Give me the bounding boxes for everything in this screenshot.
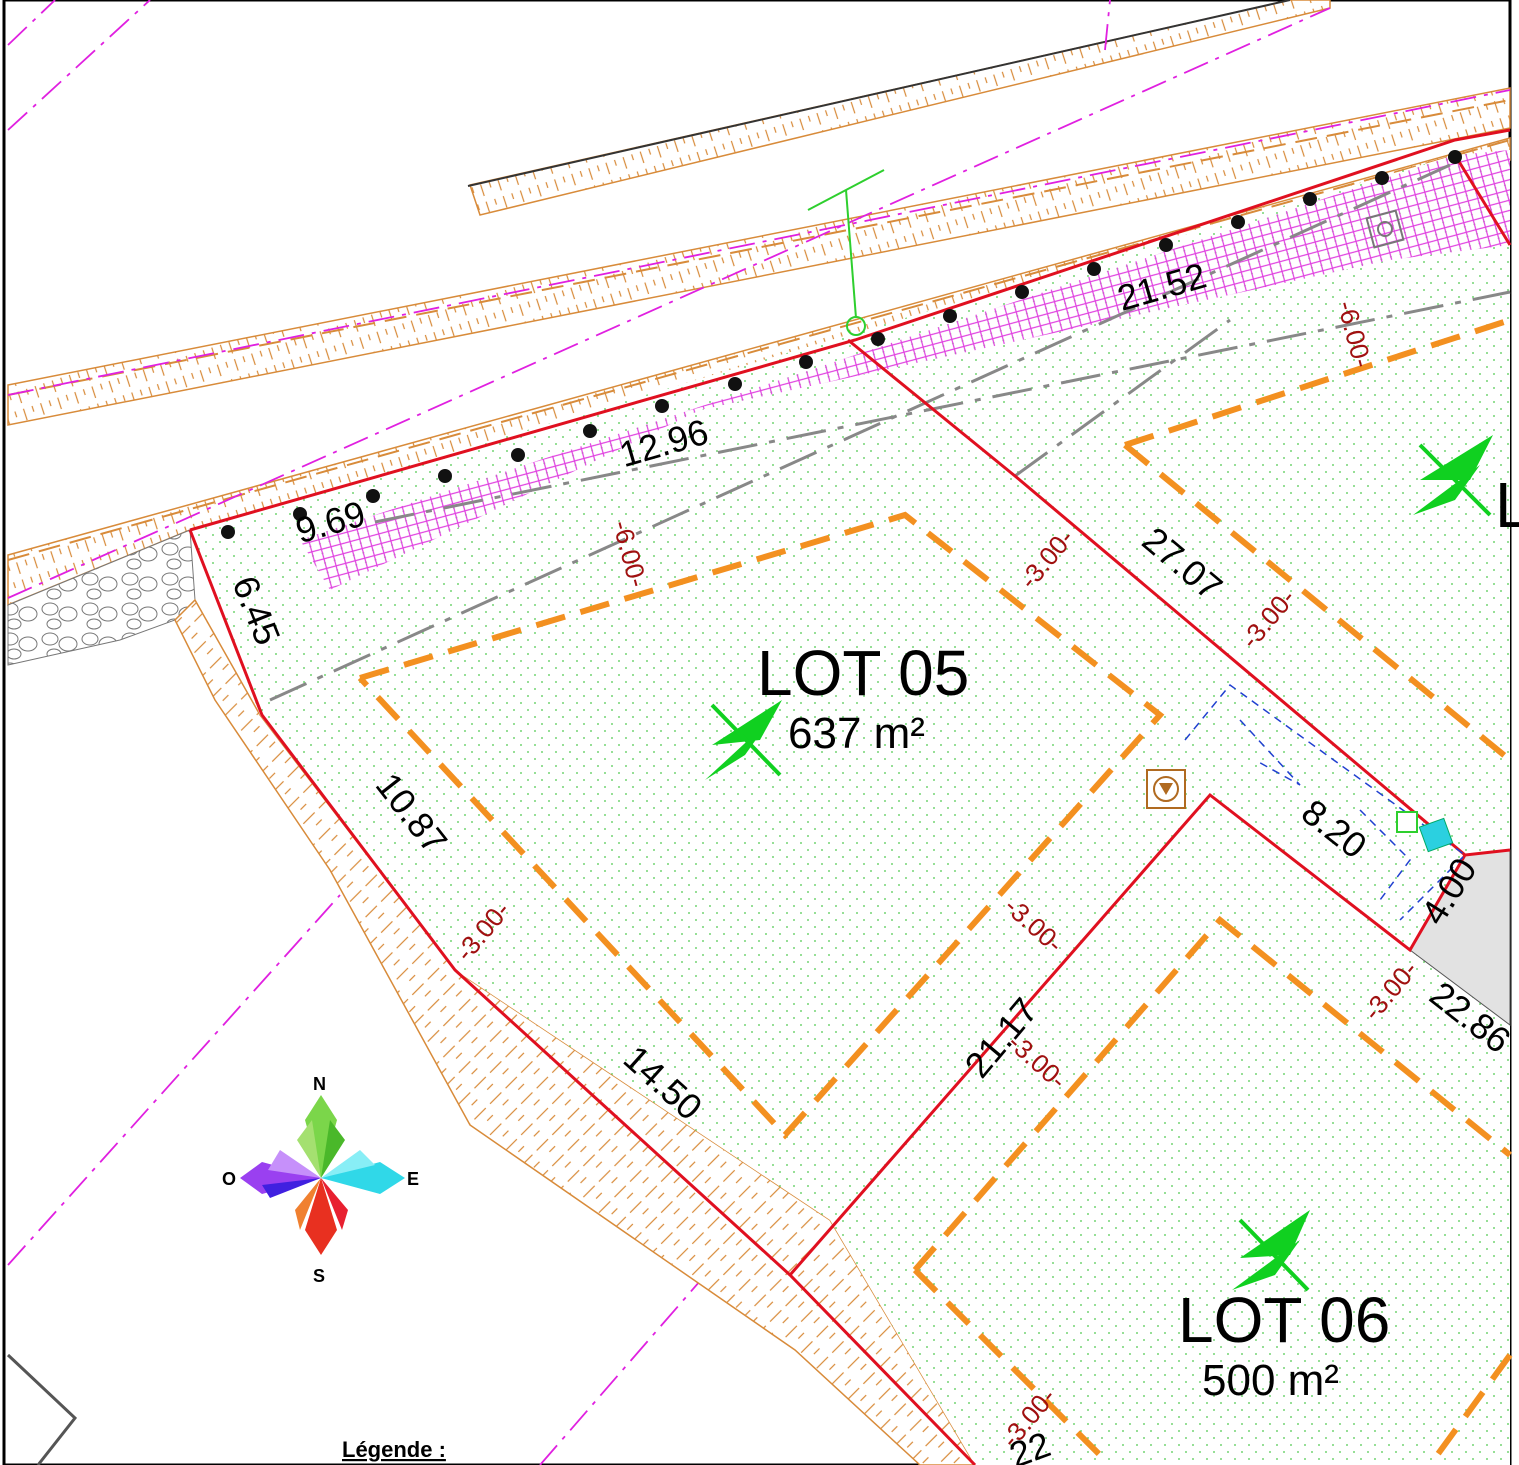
gray-reference-lines — [269, 163, 1511, 702]
hatched-strip — [300, 150, 1510, 590]
access-driveway — [1184, 683, 1467, 921]
lot-05-name: LOT 05 — [757, 637, 969, 709]
lot-05-access-arrow-icon — [705, 700, 782, 780]
manhole-symbol — [1365, 209, 1405, 249]
boundary-survey-points — [221, 150, 1462, 539]
connection-box-symbol — [1146, 769, 1186, 809]
lot-04-name-partial: L — [1495, 469, 1519, 541]
lot-06-name: LOT 06 — [1178, 1284, 1390, 1356]
lot-06-access-arrow-icon — [1232, 1210, 1310, 1292]
slope-band-southwest — [174, 598, 976, 1465]
lot-05-area: 637 m² — [788, 709, 925, 758]
lot-06-area: 500 m² — [1202, 1356, 1339, 1405]
legend-title: Légende : — [342, 1437, 446, 1462]
pole-symbol — [807, 169, 885, 336]
compass-east: E — [407, 1169, 419, 1189]
compass-west: O — [222, 1169, 236, 1189]
compass-rose-icon: N S E O — [222, 1074, 419, 1286]
lot-04-access-arrow-icon — [1413, 435, 1493, 517]
lot-boundaries — [188, 128, 1512, 1465]
meter-boxes — [1396, 811, 1454, 853]
buildable-zones — [357, 317, 1513, 1465]
existing-structure — [6, 1353, 78, 1465]
compass-north: N — [313, 1074, 326, 1094]
compass-south: S — [313, 1266, 325, 1286]
